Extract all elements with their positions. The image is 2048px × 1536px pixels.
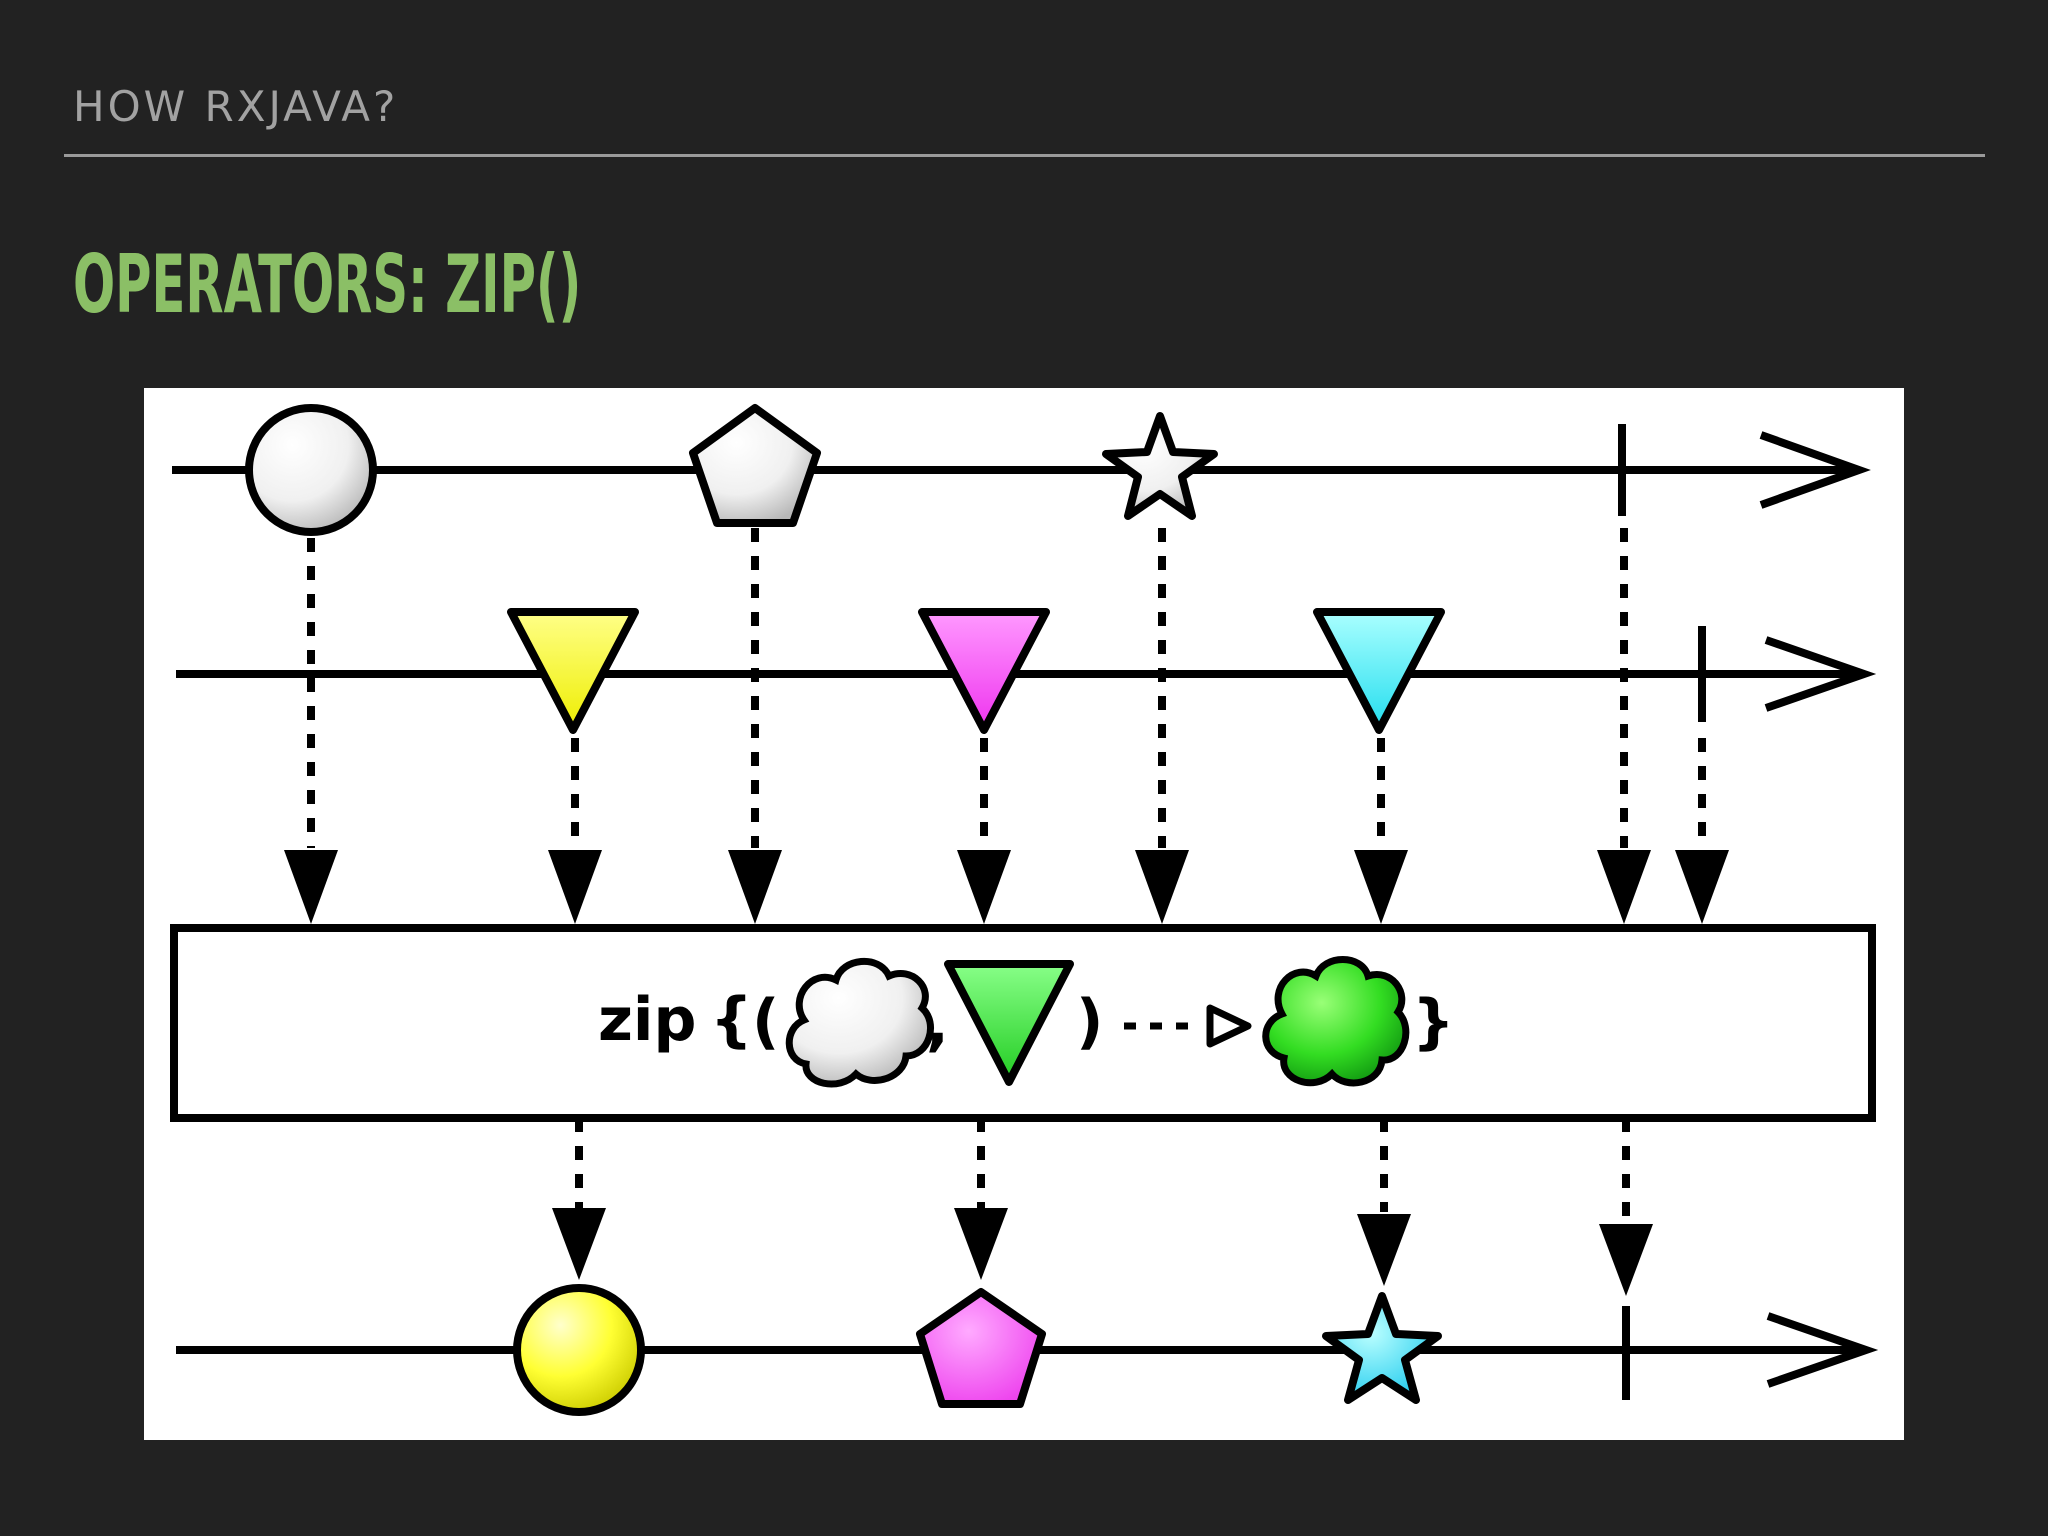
hollow-arrow-icon xyxy=(1206,1004,1252,1048)
magenta-triangle-marble xyxy=(918,608,1050,734)
white-circle-marble xyxy=(245,404,377,536)
green-triangle-icon xyxy=(944,960,1074,1086)
section-label: HOW RXJAVA? xyxy=(73,82,399,131)
output-arrowheads xyxy=(552,1208,1653,1296)
input-drop-lines xyxy=(307,528,1706,848)
yellow-circle-marble xyxy=(513,1284,645,1416)
white-star-marble xyxy=(1102,412,1218,520)
svg-text:{: { xyxy=(710,985,753,1055)
svg-text:,: , xyxy=(926,989,949,1059)
white-pentagon-marble xyxy=(689,404,821,527)
source-a-timeline xyxy=(172,431,1871,509)
source-b-timeline xyxy=(176,636,1877,712)
yellow-triangle-marble xyxy=(507,608,639,734)
zip-operator-box: zip { ( , ) } xyxy=(170,924,1876,1122)
green-cloud-icon xyxy=(1262,956,1410,1087)
slide-title: OPERATORS: ZIP() xyxy=(73,238,582,331)
svg-text:}: } xyxy=(1412,987,1455,1057)
zip-marble-diagram: zip { ( , ) } xyxy=(144,388,1904,1440)
output-drop-lines xyxy=(575,1118,1630,1224)
cyan-triangle-marble xyxy=(1313,608,1445,734)
white-cloud-icon xyxy=(785,958,935,1088)
input-arrowheads xyxy=(284,850,1729,924)
cyan-star-marble xyxy=(1322,1292,1442,1404)
svg-text:(: ( xyxy=(752,987,779,1057)
operator-name: zip xyxy=(598,985,696,1055)
header-divider xyxy=(64,154,1985,157)
magenta-pentagon-marble xyxy=(916,1288,1046,1408)
svg-text:): ) xyxy=(1076,987,1103,1057)
